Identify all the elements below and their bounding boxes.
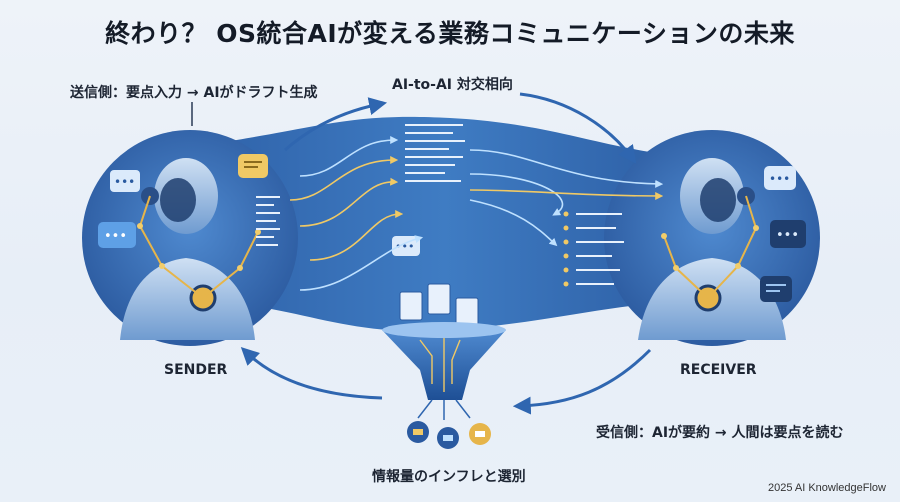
sender-label: SENDER bbox=[164, 362, 228, 378]
flow-arrows-gold bbox=[289, 156, 404, 261]
svg-text:•••: ••• bbox=[114, 175, 135, 189]
sender-description: 送信側：要点入力 → AIがドラフト生成 bbox=[70, 85, 318, 101]
svg-text:•••: ••• bbox=[395, 240, 414, 253]
flow-band bbox=[170, 116, 720, 332]
receiver-description: 受信側：AIが要約 → 人間は要点を読む bbox=[596, 425, 844, 441]
ai-message-lines bbox=[405, 124, 465, 182]
flow-arrows-light bbox=[299, 136, 664, 291]
draft-document-lines bbox=[256, 196, 280, 246]
filter-funnel-icon bbox=[382, 283, 506, 449]
svg-text:•••: ••• bbox=[769, 172, 790, 186]
center-chat-bubble: ••• bbox=[392, 236, 420, 256]
receiver-label: RECEIVER bbox=[680, 362, 757, 378]
footer-credit: 2025 AI KnowledgeFlow bbox=[767, 482, 886, 494]
svg-text:•••: ••• bbox=[776, 228, 799, 243]
sender-chat-bubbles: ••• ••• bbox=[98, 154, 268, 248]
page-title: 終わり？ OS統合AIが変える業務コミュニケーションの未来 bbox=[105, 19, 795, 48]
svg-text:•••: ••• bbox=[104, 229, 127, 244]
receiver-chat-bubbles: ••• ••• bbox=[760, 166, 806, 302]
summary-list bbox=[563, 211, 569, 287]
funnel-caption: 情報量のインフレと選別 bbox=[372, 469, 526, 485]
cycle-arrows bbox=[240, 92, 652, 415]
ai-to-ai-label: AI-to-AI 対交相向 bbox=[392, 77, 513, 93]
